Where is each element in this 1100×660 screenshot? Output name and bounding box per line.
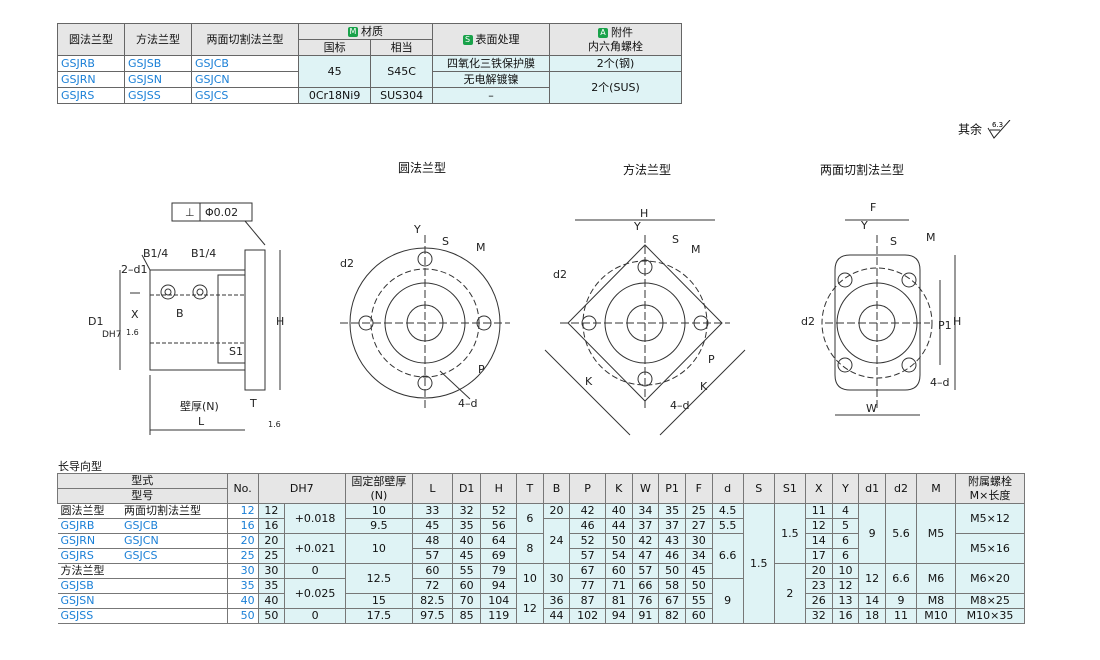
title-cut: 两面切割法兰型 [820,163,905,177]
svg-text:Φ0.02: Φ0.02 [205,206,238,219]
svg-text:DH7: DH7 [102,330,121,340]
table-row: 圆法兰型 两面切割法兰型 12 12 +0.018 10 33 32 52 6 … [57,503,1025,624]
svg-text:S: S [672,233,679,246]
round-view [340,235,510,410]
header-equivalent: 相当 [370,39,433,56]
svg-text:H: H [276,315,284,328]
svg-text:d2: d2 [340,257,354,270]
svg-text:B1/4: B1/4 [143,247,168,260]
header-square: 方法兰型 [124,23,192,56]
svg-text:2–d1: 2–d1 [121,263,147,276]
table-row: GSJRS GSJSS GSJCS 0Cr18Ni9 SUS304 – [57,87,682,104]
svg-text:M: M [691,243,701,256]
table-row: GSJRS GSJCS 25 25 57 45 69 57 54 47 46 3… [57,548,1025,564]
svg-text:B1/4: B1/4 [191,247,216,260]
svg-text:4–d: 4–d [458,397,477,410]
section-title: 长导向型 [58,460,102,473]
svg-text:B: B [176,307,184,320]
title-round: 圆法兰型 [398,161,447,175]
svg-text:1.6: 1.6 [268,420,281,429]
svg-text:4–d: 4–d [930,376,949,389]
header-model: 型号 [57,488,228,504]
svg-text:P1: P1 [938,319,952,332]
table-row: GSJRN GSJCN 20 20 +0.021 10 48 40 64 8 5… [57,533,1025,579]
svg-text:K: K [700,380,708,393]
material-badge-icon: M [348,26,358,37]
svg-text:T: T [249,397,257,410]
svg-text:S: S [442,235,449,248]
svg-text:M: M [926,231,936,244]
svg-text:Y: Y [413,223,421,236]
svg-text:X: X [131,308,139,321]
svg-text:W: W [866,402,877,415]
side-view [119,202,281,435]
technical-drawings: ⊥ Φ0.02 B1/4 B1/4 2–d1 X B D1 DH7 1.6 S1… [88,201,961,436]
svg-text:F: F [870,201,876,214]
svg-text:Y: Y [633,220,641,233]
header-national: 国标 [297,39,372,56]
svg-text:6.3: 6.3 [992,121,1003,129]
svg-text:4–d: 4–d [670,399,689,412]
table-row: GSJRN GSJSN GSJCN 无电解镀镍 2个(SUS) [57,71,682,104]
svg-text:H: H [640,207,648,220]
surface-badge-icon: S [462,34,473,45]
svg-text:壁厚(N): 壁厚(N) [180,399,219,413]
table-row: GSJSN 40 40 15 82.5 70 104 12 36 87 81 7… [57,593,1025,624]
header-round: 圆法兰型 [57,23,125,56]
svg-text:1.6: 1.6 [126,328,139,337]
table-row: 方法兰型 30 30 0 12.5 60 55 79 10 30 67 60 5… [57,563,1025,624]
svg-text:D1: D1 [88,315,103,328]
svg-text:H: H [953,315,961,328]
cut-view [821,219,956,416]
svg-text:M: M [476,241,486,254]
perpendicular-icon: ⊥ [185,206,195,219]
roughness-icon: 6.3 [987,119,1011,139]
header-cut: 两面切割法兰型 [191,23,299,56]
svg-text:S1: S1 [229,345,243,358]
square-view [544,219,746,436]
spec-table: 型式 No. DH7 固定部壁厚(N) L D1 H T B P K W P1 … [57,473,1025,624]
table-row: GSJRB GSJSB GSJCB 45 S45C 四氧化三铁保护膜 2个(钢) [57,55,682,88]
svg-text:P: P [478,363,485,376]
svg-text:L: L [198,415,205,428]
title-square: 方法兰型 [623,163,672,177]
svg-text:S: S [890,235,897,248]
svg-text:P: P [708,353,715,366]
svg-text:d2: d2 [553,268,567,281]
header-type: 型式 [57,473,228,489]
accessory-badge-icon: A [598,27,608,38]
svg-text:Y: Y [860,219,868,232]
table-row: GSJSS 50 50 0 17.5 97.5 85 119 44 102 94… [57,608,1025,624]
svg-text:K: K [585,375,593,388]
svg-text:d2: d2 [801,315,815,328]
header-no: No. [226,473,259,504]
roughness-note: 其余 6.3 [958,119,1014,140]
